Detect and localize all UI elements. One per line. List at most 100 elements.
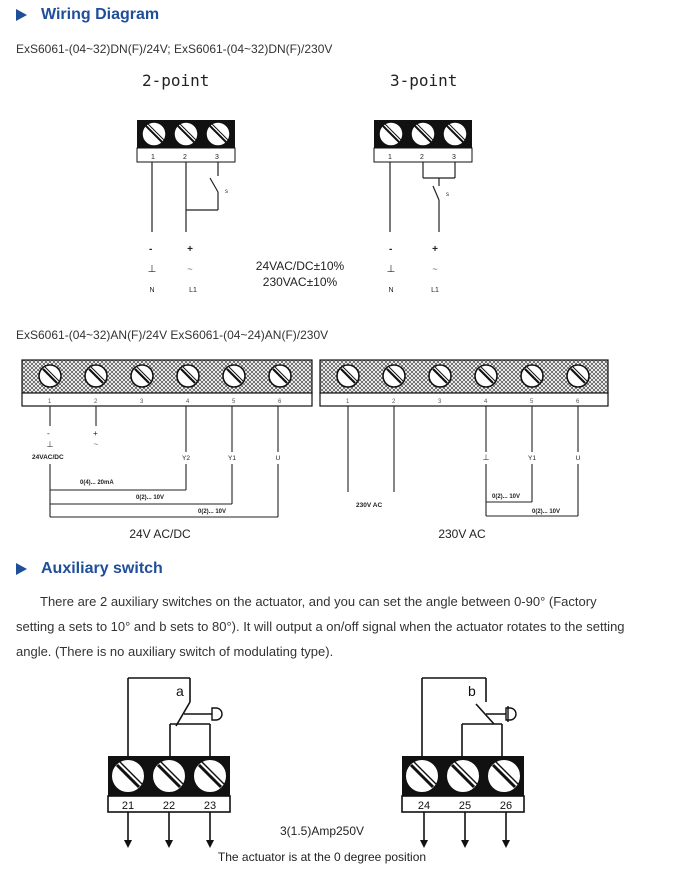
signal-label: 0(2)... 10V	[492, 494, 520, 500]
output-y1-label: Y1	[528, 455, 536, 462]
terminal-number: 23	[204, 800, 216, 812]
aux-switch-diagram: a 21 22 23 b	[107, 677, 525, 864]
terminal-number: 2	[183, 154, 187, 161]
switch-b-label: b	[468, 683, 476, 699]
terminal-number: 25	[459, 800, 471, 812]
polarity-plus: +	[187, 244, 193, 255]
signal-label: 0(2)... 10V	[136, 495, 164, 501]
terminal-screw-icon	[444, 757, 482, 795]
terminal-number: 4	[484, 399, 488, 405]
wire-n-label: N	[388, 287, 393, 294]
two-point-wires	[151, 162, 219, 232]
aux-heading-text: Auxiliary switch	[41, 560, 163, 577]
modulating-wiring-diagram: 1 2 3 4 5 6 - + ⊥ ~ 24VAC/DC Y2 Y1 U 0(4…	[21, 359, 609, 541]
polarity-minus: -	[149, 244, 152, 255]
terminal-screw-icon	[267, 363, 293, 389]
polarity-plus: +	[93, 429, 98, 438]
polarity-minus: -	[389, 244, 392, 255]
polarity-minus: -	[47, 429, 50, 438]
polarity-plus: +	[432, 244, 438, 255]
terminal-number: 1	[388, 154, 392, 161]
triangle-bullet-icon	[16, 563, 27, 575]
signal-label: 0(4)... 20mA	[80, 480, 114, 486]
terminal-number: 26	[500, 800, 512, 812]
terminal-number: 6	[576, 399, 580, 405]
position-note: The actuator is at the 0 degree position	[218, 850, 426, 864]
switch-a-diagram: a 21 22 23	[107, 677, 231, 848]
wiring-heading: Wiring Diagram	[16, 6, 159, 24]
terminal-screw-icon	[37, 363, 63, 389]
ground-symbol: ⊥	[483, 453, 490, 462]
three-point-terminal-block: 1 2 3	[373, 120, 473, 163]
two-point-terminal-block: 1 2 3	[136, 120, 236, 163]
terminal-number: 1	[151, 154, 155, 161]
terminal-screw-icon	[519, 363, 545, 389]
terminal-number: 6	[278, 399, 282, 405]
ground-symbol: ⊥	[47, 440, 54, 449]
output-y1-label: Y1	[228, 455, 236, 462]
right-block-caption: 230V AC	[438, 527, 486, 541]
terminal-screw-icon	[565, 363, 591, 389]
wire-l1-label: L1	[431, 287, 439, 294]
output-u-label: U	[276, 455, 281, 462]
terminal-screw-icon	[109, 757, 147, 795]
terminal-screw-icon	[221, 363, 247, 389]
terminal-screw-icon	[129, 363, 155, 389]
terminal-screw-icon	[403, 757, 441, 795]
terminal-number: 2	[420, 154, 424, 161]
terminal-screw-icon	[173, 121, 199, 147]
terminal-number: 2	[94, 399, 98, 405]
terminal-number: 5	[530, 399, 534, 405]
terminal-screw-icon	[141, 121, 167, 147]
terminal-screw-icon	[427, 363, 453, 389]
terminal-number: 24	[418, 800, 430, 812]
terminal-screw-icon	[150, 757, 188, 795]
ac-symbol: ~	[94, 440, 99, 449]
terminal-screw-icon	[410, 121, 436, 147]
signal-label: 0(2)... 10V	[198, 509, 226, 515]
models-top: ExS6061-(04~32)DN(F)/24V; ExS6061-(04~32…	[16, 42, 333, 56]
ac-symbol: ~	[432, 264, 437, 274]
wire-n-label: N	[149, 287, 154, 294]
terminal-screw-icon	[381, 363, 407, 389]
aux-paragraph-line-2: setting a sets to 10° and b sets to 80°)…	[16, 619, 625, 634]
switch-label: s	[225, 189, 228, 195]
models-mid: ExS6061-(04~32)AN(F)/24V ExS6061-(04~24)…	[16, 328, 329, 342]
ground-symbol: ⊥	[148, 264, 157, 275]
left-block-caption: 24V AC/DC	[129, 527, 191, 541]
terminal-screw-icon	[442, 121, 468, 147]
terminal-number: 3	[140, 399, 144, 405]
aux-paragraph-line-3: angle. (There is no auxiliary switch of …	[16, 644, 334, 659]
three-point-wires	[389, 162, 456, 232]
terminal-number: 2	[392, 399, 396, 405]
switch-label: s	[446, 192, 449, 198]
top-wiring-diagram: 2-point 1 2 3 s - + ⊥ ~ N	[136, 71, 473, 294]
terminal-number: 4	[186, 399, 190, 405]
terminal-number: 5	[232, 399, 236, 405]
right-terminal-block: 1 2 3 4 5 6	[319, 359, 609, 407]
terminal-number: 22	[163, 800, 175, 812]
right-block-wires	[347, 406, 579, 517]
terminal-screw-icon	[335, 363, 361, 389]
rating-label: 3(1.5)Amp250V	[280, 824, 364, 838]
supply-label: 24VAC/DC	[32, 454, 64, 461]
wire-l1-label: L1	[189, 287, 197, 294]
supply-label: 230V AC	[356, 502, 382, 509]
terminal-number: 3	[452, 154, 456, 161]
wiring-heading-text: Wiring Diagram	[41, 6, 160, 23]
aux-paragraph-line-1: There are 2 auxiliary switches on the ac…	[40, 594, 597, 609]
terminal-screw-icon	[175, 363, 201, 389]
actuator-cam-icon	[211, 707, 223, 721]
left-block-wires	[49, 406, 279, 518]
left-terminal-block: 1 2 3 4 5 6	[21, 359, 313, 407]
voltage-line-1: 24VAC/DC±10%	[256, 259, 345, 273]
output-u-label: U	[576, 455, 581, 462]
signal-label: 0(2)... 10V	[532, 509, 560, 515]
ground-symbol: ⊥	[387, 264, 396, 275]
terminal-screw-icon	[378, 121, 404, 147]
terminal-number: 21	[122, 800, 134, 812]
terminal-number: 3	[438, 399, 442, 405]
voltage-line-2: 230VAC±10%	[263, 275, 338, 289]
three-point-title: 3-point	[390, 71, 457, 90]
aux-heading: Auxiliary switch	[16, 560, 163, 578]
